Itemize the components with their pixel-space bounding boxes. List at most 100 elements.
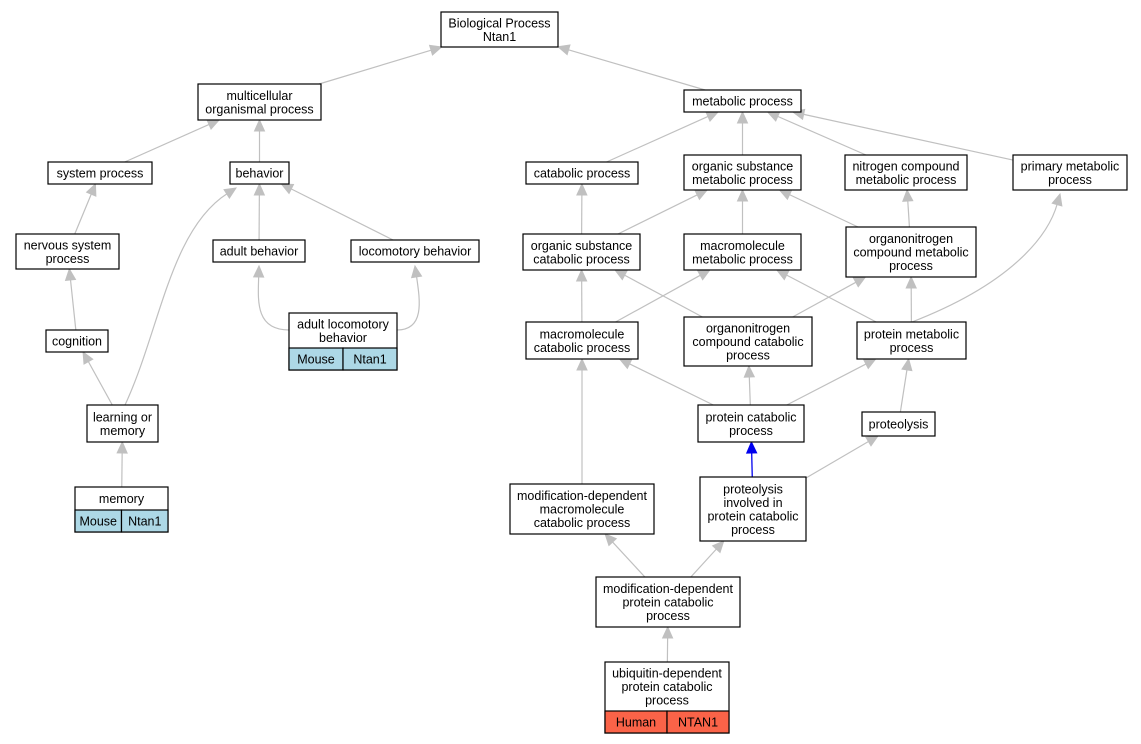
node-label-line: organic substance [692,159,794,173]
node-box [197,83,322,121]
node-label-line: process [889,259,933,273]
edge-locomotory-behavior-to-behavior [280,183,394,241]
edge-metabolic-process-to-biological-process [556,44,706,91]
node-label-line: system process [57,167,144,181]
node-label-line: modification-dependent [517,489,647,503]
node-label-line: protein catabolic [707,509,798,523]
node-label-line: organismal process [205,102,313,116]
node-label-line: macromolecule [540,503,625,517]
node-label-line: adult locomotory [297,317,389,331]
node-label-line: involved in [723,496,782,510]
node-box [845,226,977,278]
edge-organic-substance-catabolic-process-to-catabolic-process [576,182,588,235]
mouse-annotation-cell [120,509,169,533]
edge-adult-behavior-to-behavior [253,182,266,241]
edge-protein-catabolic-process-to-organonitrogen-compound-catabolic-process [743,364,756,406]
edge-macromolecule-catabolic-process-to-organic-substance-catabolic-process [575,268,588,323]
node-label-line: catabolic process [534,516,631,530]
edge-organonitrogen-compound-metabolic-process-to-organic-substance-metabolic-process [778,189,859,228]
human-annotation-label: Human [616,716,656,730]
edge-macromolecule-metabolic-process-to-organic-substance-metabolic-process [736,188,749,234]
node-box [525,321,639,360]
edge-primary-metabolic-process-to-metabolic-process [791,108,1014,161]
edge-modification-dependent-protein-catabolic-process-to-modification-dependent-macromolecule-catabolic-process [604,533,646,578]
node-locomotory-behavior[interactable]: locomotory behavior [350,239,480,263]
node-box [47,161,153,185]
node-label-line: Ntan1 [483,30,516,44]
node-box [844,154,968,191]
node-adult-behavior[interactable]: adult behavior [212,239,306,263]
mouse-annotation-label: Mouse [79,515,117,529]
node-box [440,11,559,48]
node-modification-dependent-macromolecule-catabolic-process[interactable]: modification-dependentmacromoleculecatab… [509,483,655,535]
node-label-line: process [645,694,689,708]
edge-learning-or-memory-to-cognition [82,350,113,406]
edge-modification-dependent-protein-catabolic-process-to-proteolysis-involved-in-protein-catabolic-process [690,540,725,578]
edges-layer [64,44,1063,663]
edge-system-process-to-multicellular-organismal-process [124,119,221,163]
node-label-line: organic substance [531,239,633,253]
node-label-line: protein metabolic [864,327,959,341]
node-behavior[interactable]: behavior [229,161,290,185]
node-system-process[interactable]: system process [47,161,153,185]
edge-organonitrogen-compound-metabolic-process-to-nitrogen-compound-metabolic-process [902,188,914,228]
edge-nervous-system-process-to-system-process [74,182,97,235]
node-label-line: cognition [52,335,102,349]
edge-ubiquitin-dependent-protein-catabolic-process-to-modification-dependent-protein-catabolic-process [661,625,674,663]
node-label-line: process [890,341,934,355]
node-label-line: process [726,349,770,363]
edge-protein-metabolic-process-to-organonitrogen-compound-metabolic-process [905,275,917,323]
edge-nitrogen-compound-metabolic-process-to-metabolic-process [766,111,867,156]
node-box [861,411,936,437]
node-box [697,404,805,443]
edge-adult-locomotory-behavior-to-locomotory-behavior [396,264,423,331]
node-label-line: organonitrogen [706,322,790,336]
node-box [595,576,741,628]
node-box [15,233,120,270]
node-label-line: nitrogen compound [852,159,959,173]
node-label-line: primary metabolic [1021,159,1120,173]
node-label-line: nervous system [24,238,112,252]
node-label-line: protein catabolic [622,596,713,610]
edge-behavior-to-multicellular-organismal-process [253,118,266,162]
node-label-line: modification-dependent [603,582,733,596]
node-proteolysis[interactable]: proteolysis [861,411,936,437]
node-label-line: process [646,609,690,623]
node-label-line: behavior [236,167,284,181]
edge-modification-dependent-macromolecule-catabolic-process-to-macromolecule-catabolic-process [576,357,588,484]
edge-organic-substance-catabolic-process-to-organic-substance-metabolic-process [617,189,709,235]
mouse-annotation-label: Mouse [297,353,335,367]
node-box [1012,154,1128,191]
node-label-line: Biological Process [448,16,550,30]
node-label-line: macromolecule [540,327,625,341]
node-label-line: catabolic process [534,341,631,355]
node-label-line: protein catabolic [621,680,712,694]
node-catabolic-process[interactable]: catabolic process [525,161,639,185]
node-label-line: process [729,424,773,438]
node-cognition[interactable]: cognition [45,329,109,353]
node-metabolic-process[interactable]: metabolic process [683,89,802,113]
node-label-line: memory [100,424,146,438]
node-box [683,233,802,271]
edge-cognition-to-nervous-system-process [64,267,77,331]
